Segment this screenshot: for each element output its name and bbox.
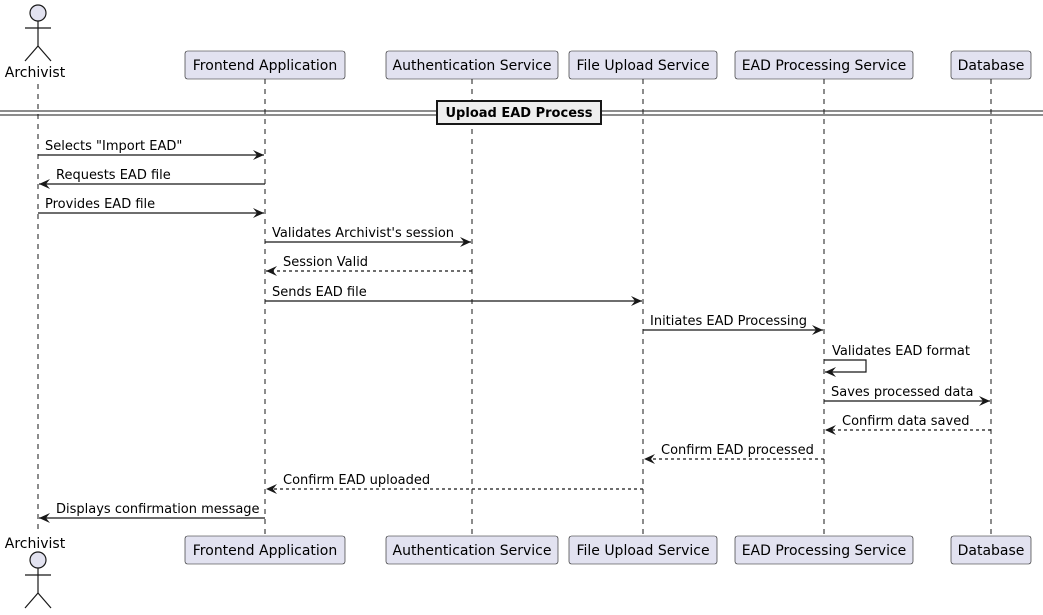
message-label: Validates Archivist's session — [272, 226, 454, 241]
message-10: Confirm data saved — [825, 414, 991, 435]
message-6: Sends EAD file — [265, 285, 642, 306]
participant-box — [734, 50, 914, 80]
participant-frontend-top: Frontend Application — [184, 50, 346, 80]
message-arrow — [824, 359, 867, 377]
message-label: Displays confirmation message — [56, 502, 260, 517]
participant-label: Database — [958, 58, 1025, 74]
message-3: Provides EAD file — [38, 197, 264, 218]
participant-label: Authentication Service — [393, 543, 552, 559]
actor-icon — [24, 4, 52, 62]
participant-box — [568, 535, 718, 565]
message-13: Displays confirmation message — [39, 502, 265, 523]
message-label: Confirm EAD uploaded — [283, 473, 430, 488]
participant-frontend-bottom: Frontend Application — [184, 535, 346, 565]
participant-auth-top: Authentication Service — [385, 50, 559, 80]
message-8: Validates EAD format — [824, 344, 970, 377]
message-5: Session Valid — [266, 255, 472, 276]
message-label: Initiates EAD Processing — [650, 314, 807, 329]
message-label: Provides EAD file — [45, 197, 155, 212]
message-4: Validates Archivist's session — [265, 226, 471, 247]
section-divider: Upload EAD Process — [0, 100, 1043, 125]
participant-box — [184, 50, 346, 80]
participant-box — [950, 535, 1032, 565]
participant-box — [385, 50, 559, 80]
participant-box — [184, 535, 346, 565]
participant-box — [734, 535, 914, 565]
participant-auth-bottom: Authentication Service — [385, 535, 559, 565]
divider-label-box — [436, 100, 602, 125]
message-1: Selects "Import EAD" — [38, 139, 264, 160]
participant-box — [568, 50, 718, 80]
participant-ead-top: EAD Processing Service — [734, 50, 914, 80]
divider-label: Upload EAD Process — [446, 106, 593, 121]
message-label: Confirm EAD processed — [661, 443, 814, 458]
message-2: Requests EAD file — [39, 168, 265, 189]
participant-label: Frontend Application — [193, 543, 337, 559]
participant-label: Archivist — [5, 65, 66, 81]
message-label: Sends EAD file — [272, 285, 367, 300]
message-label: Requests EAD file — [56, 168, 171, 183]
participant-archivist-top: Archivist — [5, 4, 66, 81]
lifelines — [37, 79, 992, 536]
participant-upload-top: File Upload Service — [568, 50, 718, 80]
participant-ead-bottom: EAD Processing Service — [734, 535, 914, 565]
participant-db-bottom: Database — [950, 535, 1032, 565]
message-label: Confirm data saved — [842, 414, 969, 429]
participant-box — [385, 535, 559, 565]
participant-box — [950, 50, 1032, 80]
message-label: Session Valid — [283, 255, 368, 270]
participant-db-top: Database — [950, 50, 1032, 80]
participant-label: File Upload Service — [576, 543, 709, 559]
message-label: Validates EAD format — [832, 344, 970, 359]
message-12: Confirm EAD uploaded — [266, 473, 643, 494]
participant-label: EAD Processing Service — [742, 58, 907, 74]
messages: Selects "Import EAD" Requests EAD filePro… — [38, 139, 991, 523]
participant-upload-bottom: File Upload Service — [568, 535, 718, 565]
message-label: Saves processed data — [831, 385, 973, 400]
participant-label: Archivist — [5, 536, 66, 552]
participant-label: EAD Processing Service — [742, 543, 907, 559]
participant-label: Database — [958, 543, 1025, 559]
participant-label: File Upload Service — [576, 58, 709, 74]
participant-label: Frontend Application — [193, 58, 337, 74]
message-7: Initiates EAD Processing — [643, 314, 823, 335]
message-9: Saves processed data — [824, 385, 990, 406]
participant-label: Authentication Service — [393, 58, 552, 74]
participant-archivist-bottom: Archivist — [5, 536, 66, 609]
message-11: Confirm EAD processed — [644, 443, 824, 464]
message-label: Selects "Import EAD" — [45, 139, 182, 154]
actor-icon — [24, 551, 52, 609]
